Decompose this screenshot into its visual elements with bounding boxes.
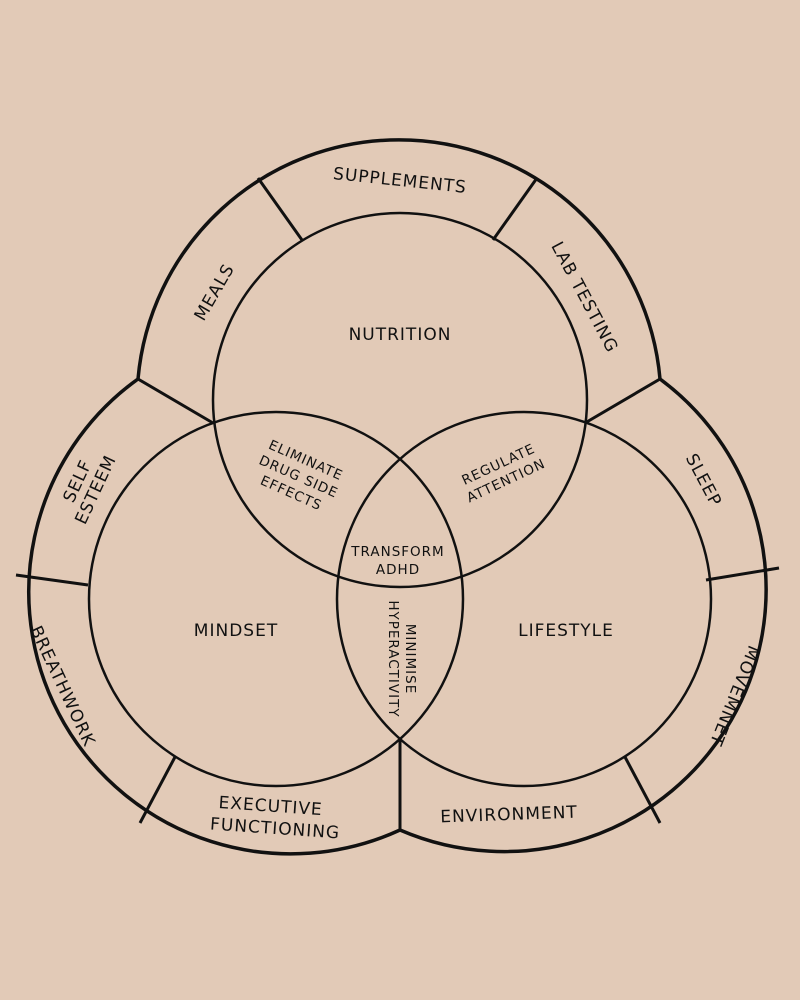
junction-right	[584, 377, 661, 425]
ring-breathwork: BREATHWORK	[25, 623, 98, 750]
overlap-nutrition-mindset: ELIMINATE DRUG SIDE EFFECTS	[256, 437, 345, 514]
divider-meals-supplements	[256, 177, 304, 241]
nutrition-circle	[211, 211, 589, 589]
ring-executive-functioning: EXECUTIVE FUNCTIONING	[209, 793, 340, 843]
divider-move-env	[623, 756, 662, 824]
divider-supplements-lab	[491, 177, 539, 241]
ring-movement: MOVEMNET	[705, 642, 763, 748]
ring-supplements: SUPPLEMENTS	[332, 164, 468, 198]
ring-sleep: SLEEP	[681, 451, 725, 511]
overlap-mindset-lifestyle: MINIMISE HYPERACTIVITY	[385, 600, 418, 717]
center-line-2: ADHD	[376, 562, 420, 578]
ring-meals: MEALS	[191, 261, 239, 325]
lifestyle-circle	[335, 410, 713, 788]
overlap-nutrition-lifestyle: REGULATE ATTENTION	[459, 441, 548, 506]
minimise-line-2: HYPERACTIVITY	[385, 600, 401, 717]
nutrition-label: NUTRITION	[349, 325, 452, 345]
divider-breath-exec	[138, 756, 177, 824]
ring-environment: ENVIRONMENT	[440, 803, 578, 828]
mindset-circle	[87, 410, 465, 788]
divider-self-breath	[15, 573, 89, 587]
mindset-label: MINDSET	[194, 621, 278, 641]
outer-ring-outline	[27, 138, 768, 856]
lifestyle-label: LIFESTYLE	[518, 621, 614, 641]
ring-self-esteem: SELF ESTEEM	[60, 452, 121, 528]
minimise-line-1: MINIMISE	[402, 624, 418, 694]
center-line-1: TRANSFORM	[350, 544, 444, 560]
divider-sleep-move	[705, 566, 780, 582]
junction-left	[137, 377, 214, 425]
